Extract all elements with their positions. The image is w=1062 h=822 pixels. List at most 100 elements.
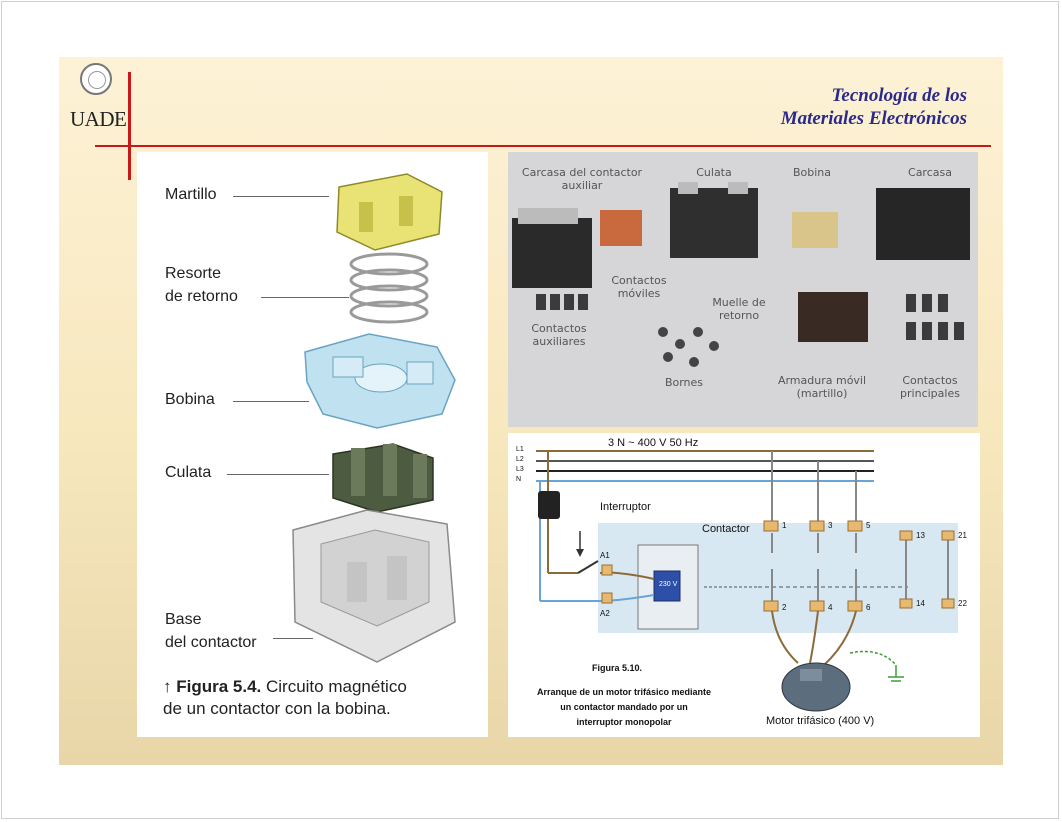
photo-label-contactos-moviles-2: móviles bbox=[617, 287, 661, 300]
parts-photo-illustration bbox=[508, 152, 978, 427]
line-label-l3: L3 bbox=[516, 466, 524, 473]
figure-5-10-caption: Arranque de un motor trifásico mediante … bbox=[508, 685, 740, 730]
label-bobina: Bobina bbox=[165, 391, 215, 408]
a1-label: A1 bbox=[600, 551, 610, 560]
contactor-label: Contactor bbox=[702, 523, 750, 535]
caption-line-1: ↑ Figura 5.4. Circuito magnético bbox=[163, 676, 407, 698]
photo-label-muelle: Muelle de retorno bbox=[704, 296, 774, 322]
coil-voltage-label: 230 V bbox=[659, 581, 678, 588]
contactor-circuit-diagram: 3 N ~ 400 V 50 Hz L1 L2 L3 N Interruptor… bbox=[508, 433, 980, 737]
caption-arrow-icon: ↑ bbox=[163, 677, 172, 696]
a2-label: A2 bbox=[600, 609, 610, 618]
logo-text: UADE bbox=[70, 107, 127, 131]
red-vertical-rule bbox=[128, 72, 131, 180]
terminal-6: 6 bbox=[866, 603, 871, 612]
photo-label-carcasa-aux-1: Carcasa del contactor bbox=[521, 166, 643, 179]
photo-label-armadura-2: (martillo) bbox=[796, 387, 848, 400]
interruptor-icon bbox=[538, 491, 560, 519]
terminal-14: 14 bbox=[916, 599, 925, 608]
photo-label-bornes: Bornes bbox=[664, 376, 704, 389]
photo-label-armadura: Armadura móvil (martillo) bbox=[770, 374, 874, 400]
photo-label-bobina: Bobina bbox=[792, 166, 832, 179]
caption-line-2: de un contactor con la bobina. bbox=[163, 699, 391, 718]
label-martillo: Martillo bbox=[165, 186, 217, 203]
terminal-13: 13 bbox=[916, 531, 925, 540]
main-poles bbox=[771, 451, 949, 603]
label-resorte-1: Resorte bbox=[165, 265, 222, 282]
resorte-part bbox=[349, 252, 429, 324]
culata-part bbox=[332, 443, 434, 513]
terminal-22: 22 bbox=[958, 599, 967, 608]
slide-title: Tecnología de los Materiales Electrónico… bbox=[781, 84, 967, 130]
caption-text-1: Circuito magnético bbox=[261, 677, 407, 696]
main-contacts-photo bbox=[906, 294, 964, 340]
line-label-l2: L2 bbox=[516, 456, 524, 463]
photo-label-culata: Culata bbox=[696, 166, 732, 179]
label-culata: Culata bbox=[165, 464, 212, 481]
terminal-2: 2 bbox=[782, 603, 787, 612]
photo-label-contactos-aux: Contactos auxiliares bbox=[524, 322, 594, 348]
terminal-3: 3 bbox=[828, 521, 833, 530]
photo-label-contactos-aux-1: Contactos bbox=[531, 322, 587, 335]
red-horizontal-rule bbox=[95, 145, 991, 147]
caption-figure-number: Figura 5.4. bbox=[176, 677, 262, 696]
photo-label-muelle-1: Muelle de bbox=[712, 296, 766, 309]
photo-label-contactos-pri-2: principales bbox=[900, 387, 960, 400]
line-label-n: N bbox=[516, 476, 522, 483]
contactor-parts-photo: Carcasa del contactor auxiliar Culata Bo… bbox=[508, 152, 978, 427]
motor-icon bbox=[781, 662, 851, 712]
carcasa-photo bbox=[876, 188, 970, 260]
photo-label-armadura-1: Armadura móvil bbox=[777, 374, 867, 387]
motor-wires bbox=[771, 610, 857, 666]
leader-bobina bbox=[233, 401, 309, 402]
leader-martillo bbox=[233, 196, 329, 197]
uade-logo: UADE bbox=[70, 63, 127, 133]
motor-label: Motor trifásico (400 V) bbox=[766, 715, 875, 727]
coil-icon bbox=[653, 570, 681, 602]
leader-resorte bbox=[261, 297, 349, 298]
bobina-photo bbox=[792, 212, 838, 248]
photo-label-muelle-2: retorno bbox=[718, 309, 760, 322]
exploded-view-illustration bbox=[292, 173, 456, 663]
bornes-photo bbox=[658, 327, 719, 367]
interruptor-label: Interruptor bbox=[600, 501, 651, 513]
leader-culata bbox=[227, 474, 329, 475]
label-base-2: del contactor bbox=[165, 634, 257, 651]
photo-label-carcasa: Carcasa bbox=[908, 166, 952, 179]
title-line-1: Tecnología de los bbox=[831, 85, 967, 106]
base-part bbox=[292, 509, 456, 663]
photo-label-carcasa-aux: Carcasa del contactor auxiliar bbox=[512, 166, 652, 192]
terminal-4: 4 bbox=[828, 603, 833, 612]
armadura-photo bbox=[798, 292, 868, 342]
leader-base bbox=[273, 638, 313, 639]
terminals bbox=[601, 520, 955, 612]
figure-5-10-caption-3: interruptor monopolar bbox=[576, 717, 672, 727]
martillo-part bbox=[336, 173, 443, 251]
bobina-part bbox=[304, 333, 456, 429]
photo-label-contactos-principales: Contactos principales bbox=[890, 374, 970, 400]
photo-label-contactos-moviles-1: Contactos bbox=[611, 274, 667, 287]
figure-5-10-number: Figura 5.10. bbox=[592, 663, 643, 673]
label-resorte-2: de retorno bbox=[165, 288, 238, 305]
culata-photo bbox=[670, 188, 758, 258]
figure-5-10-caption-1: Arranque de un motor trifásico mediante bbox=[536, 687, 712, 697]
exploded-contactor-figure: Martillo Resorte de retorno Bobina Culat… bbox=[137, 152, 488, 737]
university-seal-icon bbox=[80, 63, 112, 95]
terminal-21: 21 bbox=[958, 531, 967, 540]
circuit-schematic bbox=[536, 450, 958, 712]
label-base-1: Base bbox=[165, 611, 202, 628]
title-line-2: Materiales Electrónicos bbox=[780, 108, 967, 129]
moving-contacts bbox=[600, 210, 642, 246]
photo-label-carcasa-aux-2: auxiliar bbox=[561, 179, 603, 192]
supply-label: 3 N ~ 400 V 50 Hz bbox=[608, 437, 699, 449]
photo-label-contactos-aux-2: auxiliares bbox=[532, 335, 586, 348]
aux-contacts-photo bbox=[536, 294, 588, 310]
figure-5-10-caption-2: un contactor mandado por un bbox=[560, 702, 688, 712]
auxiliary-housing bbox=[512, 218, 592, 288]
line-labels: L1 L2 L3 N bbox=[516, 445, 524, 485]
terminal-1: 1 bbox=[782, 521, 787, 530]
figure-5-4-caption: ↑ Figura 5.4. Circuito magnético de un c… bbox=[163, 676, 407, 720]
terminal-5: 5 bbox=[866, 521, 871, 530]
photo-label-contactos-pri-1: Contactos bbox=[902, 374, 958, 387]
